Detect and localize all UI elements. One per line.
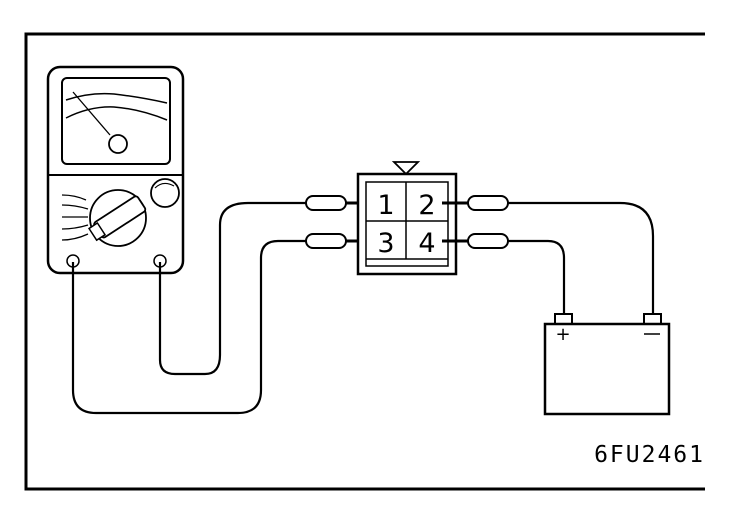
battery-terminal-negative bbox=[643, 313, 662, 325]
battery: + bbox=[543, 313, 671, 416]
lead-wire-to-pin-1 bbox=[158, 201, 306, 376]
meter-scale-lower bbox=[65, 106, 168, 121]
connector: 1 2 3 4 bbox=[356, 161, 458, 276]
connector-lock-mark bbox=[391, 161, 421, 176]
probe-pin-4 bbox=[442, 233, 509, 249]
meter-needle bbox=[72, 91, 111, 136]
pin-label-2: 2 bbox=[418, 190, 435, 221]
frame-bottom bbox=[24, 467, 705, 491]
battery-body bbox=[543, 322, 671, 416]
knob-pointer bbox=[87, 195, 147, 242]
pin-label-3: 3 bbox=[377, 228, 394, 259]
meter-scale-upper bbox=[65, 92, 168, 104]
frame-top-left bbox=[24, 32, 705, 467]
wire-pin-2-to-battery-negative bbox=[508, 201, 655, 314]
figure-code: 6FU2461 bbox=[594, 442, 705, 468]
meter-display bbox=[61, 77, 171, 165]
multimeter-body bbox=[46, 65, 185, 275]
battery-terminal-positive bbox=[554, 313, 573, 325]
range-mark bbox=[61, 194, 87, 201]
pin-label-4: 4 bbox=[418, 228, 435, 259]
range-mark bbox=[61, 204, 89, 210]
connector-face bbox=[365, 181, 449, 267]
battery-positive-sign: + bbox=[555, 324, 570, 345]
connector-housing bbox=[356, 172, 458, 276]
wire-pin-4-to-battery-positive bbox=[508, 239, 566, 314]
multimeter bbox=[46, 65, 185, 275]
zero-adjust-highlight bbox=[154, 182, 175, 189]
needle-pivot bbox=[108, 134, 128, 154]
lead-wire-to-pin-3 bbox=[71, 239, 306, 415]
range-mark bbox=[61, 224, 89, 230]
pin-label-1: 1 bbox=[377, 190, 394, 221]
range-mark bbox=[61, 233, 89, 241]
probe-pin-3 bbox=[305, 233, 372, 249]
